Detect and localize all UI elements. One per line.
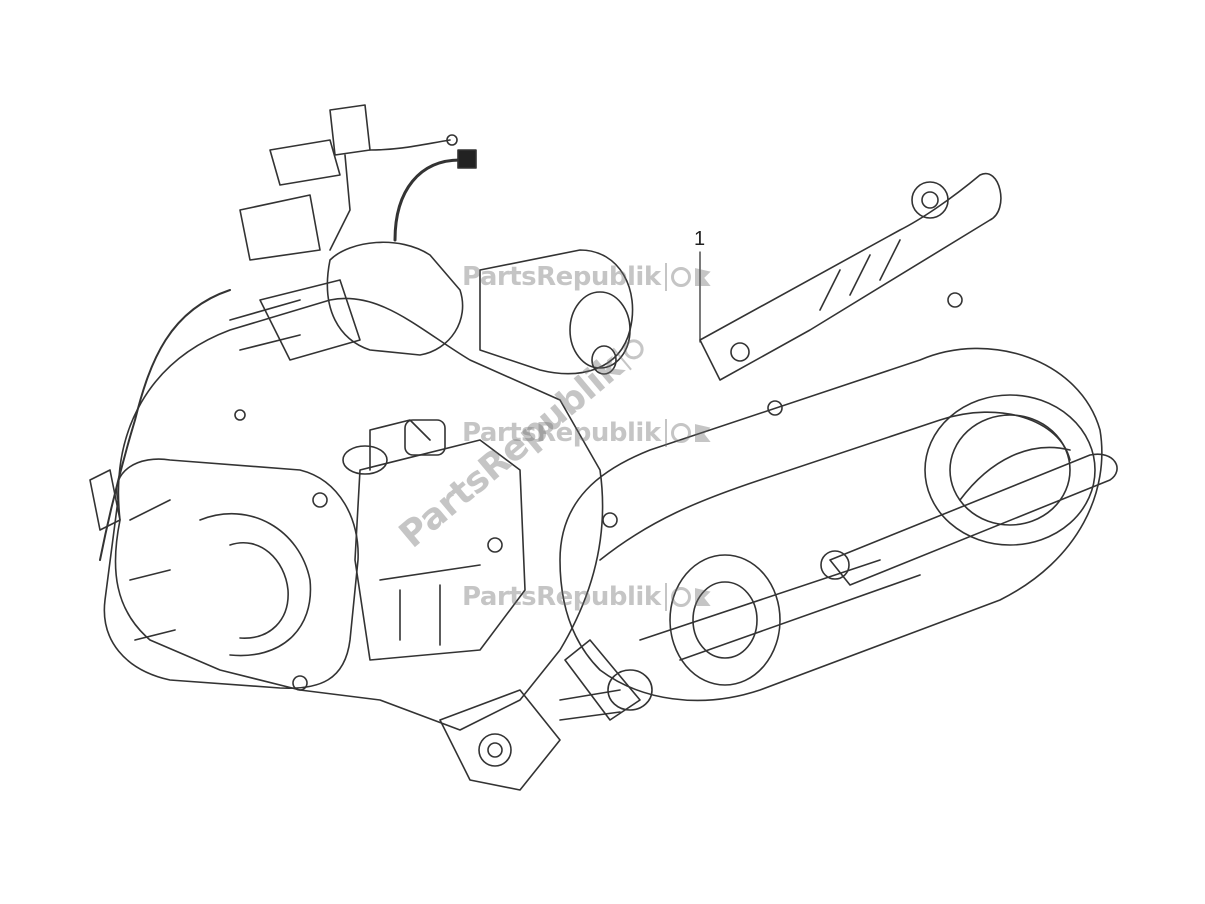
crankcase-block <box>354 439 526 661</box>
flag-icon <box>694 268 711 286</box>
cylinder-head-cover <box>103 458 359 690</box>
clutch-cover <box>924 394 1096 546</box>
watermark: PartsRepublik <box>462 262 711 292</box>
kick-start-lever <box>829 453 1118 586</box>
engine-crankcase <box>114 297 604 731</box>
gear-icon <box>670 267 691 287</box>
rear-support-arm <box>699 172 1002 381</box>
oil-filler <box>404 419 446 456</box>
front-pulley <box>669 554 781 686</box>
transmission-cover <box>559 347 1103 702</box>
gear-icon <box>670 423 691 443</box>
throttle-cable <box>99 289 231 561</box>
gear-icon <box>670 587 691 607</box>
watermark-divider <box>664 583 667 611</box>
part-callout-1: 1 <box>694 228 706 250</box>
watermark-divider <box>664 263 667 291</box>
flag-icon <box>694 588 711 606</box>
rear-axle-mount <box>439 689 561 791</box>
flag-icon <box>694 424 711 442</box>
watermark-text: PartsRepublik <box>462 582 661 612</box>
exhaust-stub <box>564 639 641 721</box>
sensor-connector <box>329 104 371 156</box>
carburettor <box>326 241 464 356</box>
watermark-text: PartsRepublik <box>462 262 661 292</box>
watermark-text: PartsRepublik <box>462 418 661 448</box>
watermark: PartsRepublik <box>462 418 711 448</box>
fuel-hose <box>393 158 462 242</box>
watermark-divider <box>664 419 667 447</box>
watermark: PartsRepublik <box>462 582 711 612</box>
